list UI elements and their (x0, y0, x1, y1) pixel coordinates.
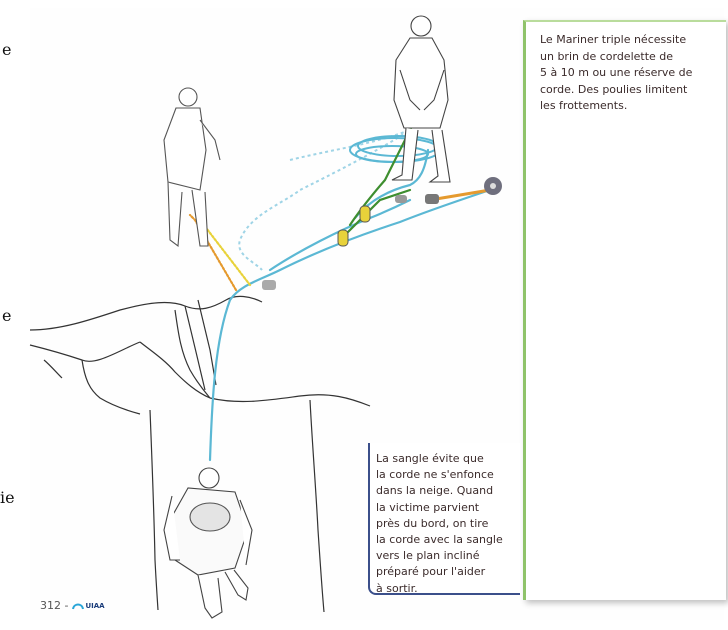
victim-hanging (164, 468, 252, 618)
callout-mariner: Le Mariner triple nécessite un brin de c… (523, 20, 726, 600)
callout-line: la victime parvient (376, 500, 526, 516)
rescuer-standing (392, 16, 450, 182)
page-number: 312 - (40, 599, 68, 612)
callout-line: Le Mariner triple nécessite (540, 32, 720, 49)
callout-line: corde. Des poulies limitent (540, 82, 720, 99)
rescuer-seated (164, 88, 220, 246)
uiaa-logo-text: UIAA (85, 602, 104, 610)
uiaa-logo-icon (72, 601, 84, 611)
callout-line: un brin de cordelette de (540, 49, 720, 66)
callout-line: La sangle évite que (376, 451, 526, 467)
callout-line: préparé pour l'aider (376, 564, 526, 580)
page-footer: 312 - UIAA (40, 599, 105, 612)
callout-sangle: La sangle évite que la corde ne s'enfonc… (368, 443, 520, 595)
callout-line: la corde avec la sangle (376, 532, 526, 548)
callout-line: près du bord, on tire (376, 516, 526, 532)
callout-line: dans la neige. Quand (376, 483, 526, 499)
callout-line: vers le plan incliné (376, 548, 526, 564)
callout-line: 5 à 10 m ou une réserve de (540, 65, 720, 82)
callout-line: les frottements. (540, 98, 720, 115)
uiaa-logo: UIAA (72, 601, 104, 611)
callout-sangle-text: La sangle évite que la corde ne s'enfonc… (376, 451, 526, 597)
callout-line: la corde ne s'enfonce (376, 467, 526, 483)
callout-line: à sortir. (376, 581, 526, 597)
callout-mariner-text: Le Mariner triple nécessite un brin de c… (540, 32, 720, 115)
